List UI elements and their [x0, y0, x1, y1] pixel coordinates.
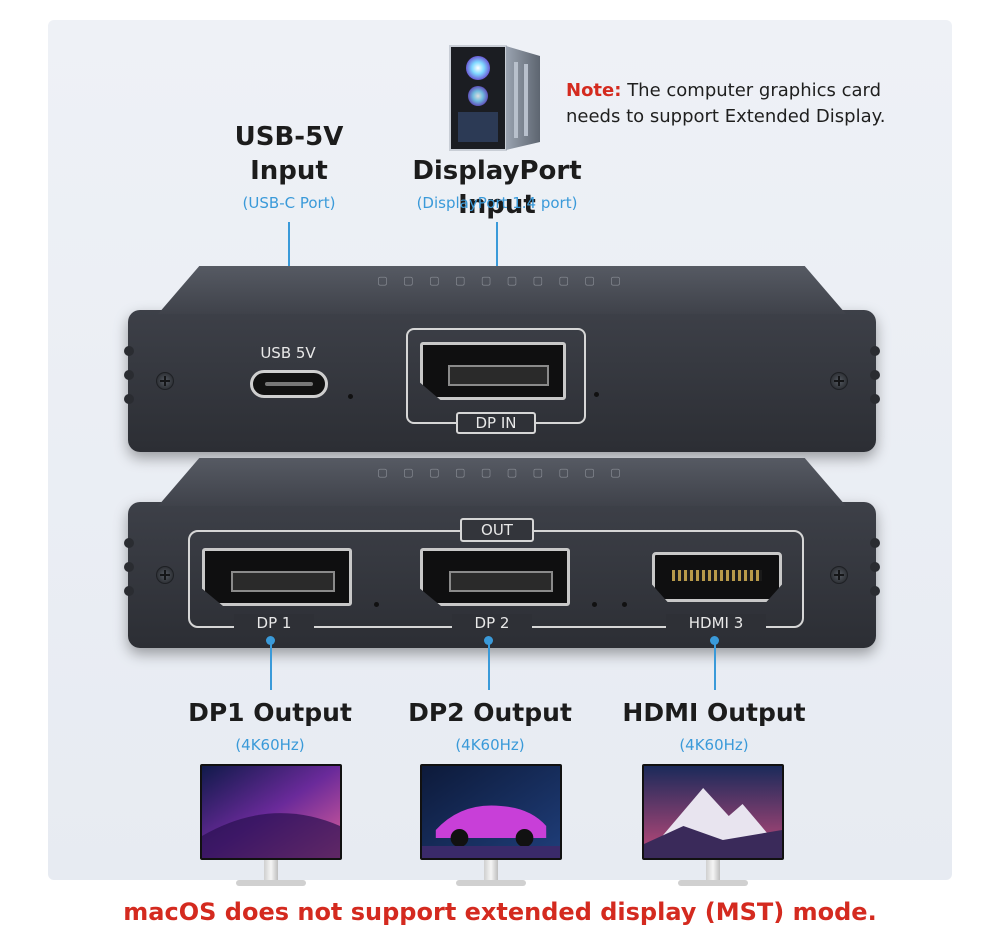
dp1-output-sub: (4K60Hz): [235, 736, 305, 754]
usb-input-title-line2: Input: [250, 156, 328, 186]
macos-warning: macOS does not support extended display …: [123, 898, 877, 926]
cooling-fin: [124, 394, 134, 404]
led-indicator: [374, 602, 379, 607]
led-indicator: [348, 394, 353, 399]
cooling-fin: [124, 346, 134, 356]
dp-input-sub: (DisplayPort 1.4 port): [416, 194, 578, 212]
dp1-output-title: DP1 Output: [188, 698, 352, 727]
device-top-surface: ▢ ▢ ▢ ▢ ▢ ▢ ▢ ▢ ▢ ▢: [158, 266, 846, 314]
dp2-port-label: DP 2: [452, 614, 532, 632]
led-indicator: [592, 602, 597, 607]
hdmi-output-sub: (4K60Hz): [679, 736, 749, 754]
cooling-fin: [124, 562, 134, 572]
cooling-fin: [124, 370, 134, 380]
usb-input-title: USB-5V Input: [214, 120, 364, 188]
hdmi-output-title: HDMI Output: [622, 698, 806, 727]
dp1-connector-line: [270, 640, 272, 690]
cooling-fin: [870, 346, 880, 356]
dp-in-label: DP IN: [475, 414, 517, 432]
brand-engraving: ▢ ▢ ▢ ▢ ▢ ▢ ▢ ▢ ▢ ▢: [377, 274, 627, 287]
screw-icon: [156, 372, 174, 390]
dp-input-title: DisplayPort Input: [412, 156, 582, 220]
hdmi3-port-label: HDMI 3: [666, 614, 766, 632]
led-indicator: [594, 392, 599, 397]
pc-tower-icon: [449, 45, 540, 151]
cooling-fin: [870, 586, 880, 596]
displayport-icon: [202, 548, 352, 606]
screw-icon: [830, 372, 848, 390]
out-label-box: OUT: [460, 518, 534, 542]
usb-c-port-icon: [250, 370, 328, 398]
monitor-icon: [420, 764, 562, 888]
device-top-surface: ▢ ▢ ▢ ▢ ▢ ▢ ▢ ▢ ▢ ▢: [158, 458, 846, 506]
monitor-icon: [642, 764, 784, 888]
cooling-fin: [870, 562, 880, 572]
displayport-icon: [420, 342, 566, 400]
usb-input-title-line1: USB-5V: [234, 122, 344, 152]
note-line-1: Note: The computer graphics card: [566, 78, 946, 104]
note: Note: The computer graphics card needs t…: [566, 78, 946, 130]
note-prefix: Note:: [566, 80, 622, 101]
hdmi-connector-line: [714, 640, 716, 690]
screw-icon: [156, 566, 174, 584]
dp2-output-sub: (4K60Hz): [455, 736, 525, 754]
cooling-fin: [124, 586, 134, 596]
monitor-icon: [200, 764, 342, 888]
brand-engraving: ▢ ▢ ▢ ▢ ▢ ▢ ▢ ▢ ▢ ▢: [377, 466, 627, 479]
hdmi-port-icon: [652, 552, 782, 602]
usb-input-sub: (USB-C Port): [242, 194, 336, 212]
splitter-output-side: ▢ ▢ ▢ ▢ ▢ ▢ ▢ ▢ ▢ ▢ OUT DP 1 DP 2 HDMI 3: [124, 458, 880, 648]
usb-port-label: USB 5V: [260, 344, 316, 362]
cooling-fin: [124, 538, 134, 548]
dp-in-label-box: DP IN: [456, 412, 536, 434]
displayport-icon: [420, 548, 570, 606]
note-text-2: needs to support Extended Display.: [566, 106, 886, 127]
led-indicator: [622, 602, 627, 607]
cooling-fin: [870, 394, 880, 404]
screw-icon: [830, 566, 848, 584]
note-text-1: The computer graphics card: [627, 80, 882, 101]
dp2-connector-line: [488, 640, 490, 690]
out-label: OUT: [481, 521, 513, 539]
cooling-fin: [870, 538, 880, 548]
splitter-input-side: ▢ ▢ ▢ ▢ ▢ ▢ ▢ ▢ ▢ ▢ USB 5V DP IN: [124, 266, 880, 452]
dp1-port-label: DP 1: [234, 614, 314, 632]
dp2-output-title: DP2 Output: [408, 698, 572, 727]
cooling-fin: [870, 370, 880, 380]
